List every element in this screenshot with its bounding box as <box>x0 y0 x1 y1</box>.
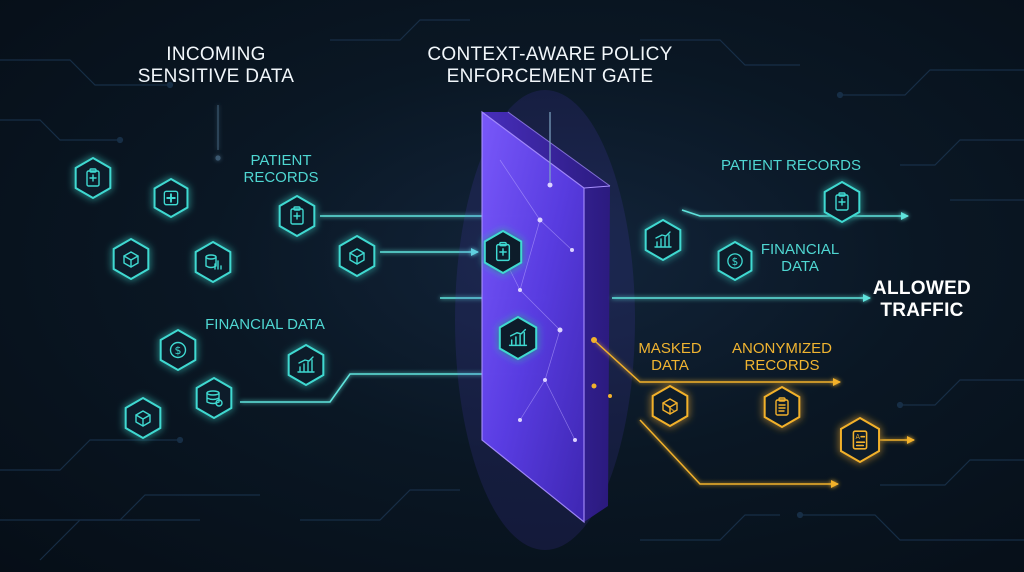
icon-glyph: A <box>852 430 868 450</box>
icon-glyph: $ <box>727 253 743 269</box>
allowed-motion-trails <box>611 195 823 271</box>
label-line: RECORDS <box>243 169 319 187</box>
icon-glyph <box>86 168 100 187</box>
icon-glyph <box>205 254 222 270</box>
hex-badge <box>839 416 881 464</box>
cube-masked-icon <box>651 384 689 428</box>
patient-records-allowed-label: PATIENT RECORDS <box>706 157 876 174</box>
clipboard-medical-icon <box>74 156 112 200</box>
label-line: ANONYMIZED <box>731 340 832 357</box>
incoming-sensitive-data-heading: INCOMING SENSITIVE DATA <box>116 44 316 88</box>
cube-icon <box>338 234 376 278</box>
patient-records-incoming-label: PATIENT RECORDS <box>226 152 336 187</box>
hex-badge <box>717 240 753 282</box>
icon-glyph <box>508 328 528 347</box>
label-line: PATIENT <box>250 152 312 169</box>
bar-chart-icon <box>498 315 538 361</box>
label-line: FINANCIAL <box>760 241 840 258</box>
policy-enforcement-gate <box>455 90 635 550</box>
svg-text:A: A <box>856 433 861 441</box>
hex-badge <box>644 218 682 262</box>
heading-line: CONTEXT-AWARE POLICY <box>427 44 673 65</box>
icon-glyph <box>290 206 304 225</box>
cube-icon <box>112 237 150 281</box>
hex-badge <box>112 237 150 281</box>
database-coin-icon <box>195 376 233 420</box>
heading-line: SENSITIVE DATA <box>137 65 295 87</box>
hex-badge <box>763 385 801 429</box>
bar-chart-icon <box>287 343 325 387</box>
icon-glyph <box>654 231 672 248</box>
label-line: ALLOWED <box>872 278 972 299</box>
dollar-icon: $ <box>159 328 197 372</box>
financial-data-allowed-label: FINANCIAL DATA <box>740 241 860 276</box>
cube-icon <box>124 396 162 440</box>
database-chart-icon <box>194 240 232 284</box>
label-line: MASKED <box>638 340 702 357</box>
icon-glyph <box>297 356 315 373</box>
hex-badge <box>498 315 538 361</box>
icon-glyph <box>775 397 789 416</box>
label-line: PATIENT RECORDS <box>720 157 862 174</box>
label-line: DATA <box>651 357 689 375</box>
incoming-motion-trails <box>0 167 339 441</box>
financial-data-incoming-label: FINANCIAL DATA <box>190 316 340 333</box>
dollar-icon: $ <box>717 240 753 282</box>
icon-glyph <box>163 190 179 206</box>
anonymized-records-label: ANONYMIZED RECORDS <box>714 340 850 375</box>
policy-gate-heading: CONTEXT-AWARE POLICY ENFORCEMENT GATE <box>410 44 690 88</box>
bar-chart-icon <box>644 218 682 262</box>
icon-glyph: $ <box>169 341 187 359</box>
label-line: DATA <box>781 258 819 276</box>
icon-glyph <box>206 390 223 407</box>
clipboard-medical-icon <box>278 194 316 238</box>
svg-text:$: $ <box>175 344 182 357</box>
icon-glyph <box>123 251 139 268</box>
heading-line: INCOMING <box>166 44 266 65</box>
masked-data-label: MASKED DATA <box>618 340 722 375</box>
hex-badge <box>651 384 689 428</box>
label-line: FINANCIAL DATA <box>205 316 325 333</box>
hex-badge <box>195 376 233 420</box>
masked-traffic-flow <box>591 337 915 488</box>
hex-badge <box>338 234 376 278</box>
heading-line: ENFORCEMENT GATE <box>446 65 654 87</box>
clipboard-medical-icon <box>823 180 861 224</box>
icon-glyph <box>662 398 678 415</box>
hex-badge <box>124 396 162 440</box>
clipboard-medical-icon <box>483 229 523 275</box>
hex-badge <box>159 328 197 372</box>
clipboard-icon <box>763 385 801 429</box>
hex-badge <box>194 240 232 284</box>
medical-cross-icon <box>153 177 189 219</box>
icon-glyph <box>835 192 849 211</box>
label-line: RECORDS <box>744 357 820 375</box>
hex-badge <box>287 343 325 387</box>
icon-glyph <box>495 241 511 262</box>
icon-glyph <box>135 410 151 427</box>
svg-text:$: $ <box>732 256 739 268</box>
label-line: TRAFFIC <box>880 299 964 321</box>
allowed-traffic-label: ALLOWED TRAFFIC <box>862 278 982 322</box>
icon-glyph <box>349 248 365 265</box>
anonymized-document-icon: A <box>839 416 881 464</box>
